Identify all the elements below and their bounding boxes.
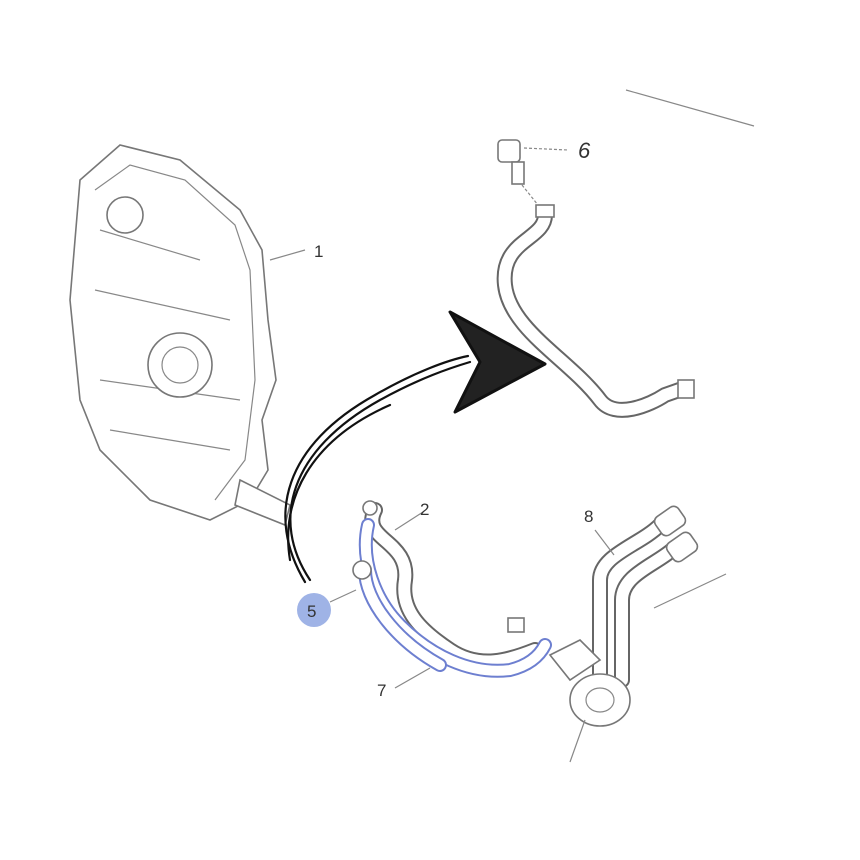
- valve-part-8: [548, 505, 699, 763]
- callout-7: 7: [377, 681, 386, 700]
- leader-line: [653, 573, 727, 609]
- expansion-tank-part-1: [69, 144, 306, 527]
- callout-1: 1: [314, 242, 323, 261]
- heater-hose-assembly: [329, 500, 552, 689]
- hand-drawn-arrow: [284, 310, 547, 584]
- callout-8: 8: [584, 507, 593, 526]
- callout-5: 5: [307, 602, 316, 621]
- callout-6: 6: [578, 138, 591, 163]
- leader-line: [625, 89, 755, 127]
- hose-part-6: [496, 139, 695, 418]
- arrow-head-icon: [448, 310, 547, 414]
- callout-5-badge: [297, 593, 331, 627]
- callout-2: 2: [420, 500, 429, 519]
